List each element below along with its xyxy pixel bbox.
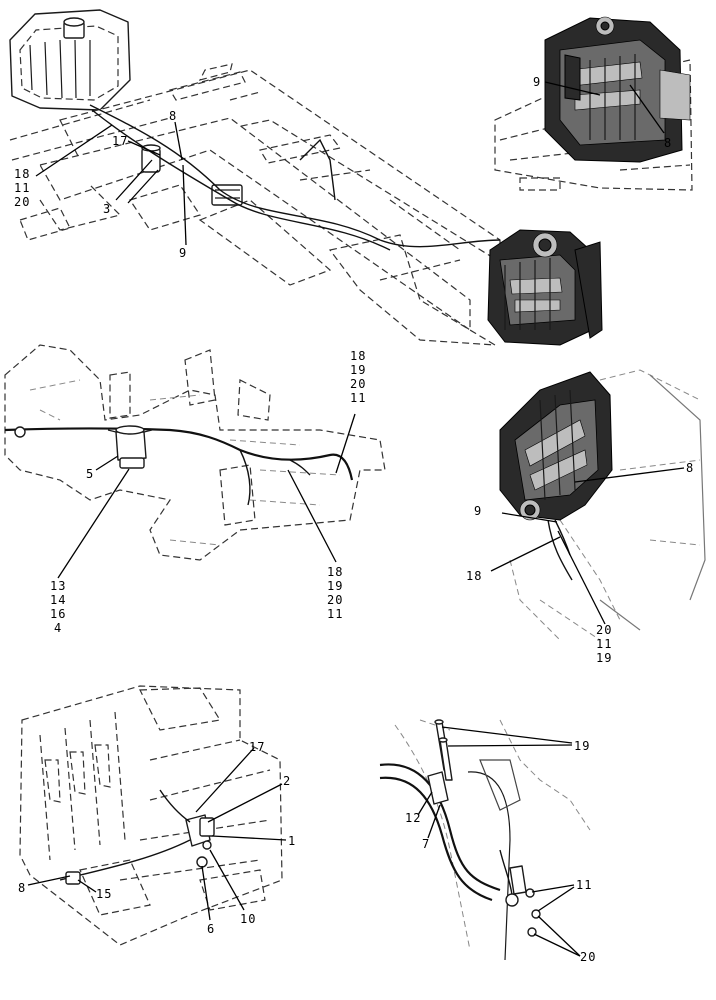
callout-9: 9 (533, 75, 541, 89)
fuel-tank (9, 9, 131, 111)
callout-11: 11 (576, 878, 592, 892)
fuel-filter (107, 425, 153, 469)
callout-18: 18 (327, 565, 343, 579)
callout-8: 8 (664, 136, 672, 150)
callout-16: 16 (50, 607, 66, 621)
callout-11: 11 (14, 181, 30, 195)
callout-9: 9 (179, 246, 187, 260)
callout-18: 18 (466, 569, 482, 583)
frame-rails (9, 63, 501, 346)
callout-20: 20 (596, 623, 612, 637)
callout-6: 6 (207, 922, 215, 936)
callout-13: 13 (50, 579, 66, 593)
callout-11: 11 (327, 607, 343, 621)
callout-14: 14 (50, 593, 66, 607)
callout-1: 1 (288, 834, 296, 848)
callout-17: 17 (249, 740, 265, 754)
callout-15: 15 (96, 887, 112, 901)
fuel-pump (185, 814, 215, 868)
callout-18: 18 (350, 349, 366, 363)
callout-5: 5 (86, 467, 94, 481)
callout-8: 8 (686, 461, 694, 475)
panel-middle-right: 8 9 18 20 11 19 (466, 369, 706, 665)
leader-lines-top (35, 121, 187, 246)
callout-7: 7 (422, 837, 430, 851)
fitting (505, 865, 541, 937)
fuel-lines (89, 104, 501, 251)
callout-11: 11 (596, 637, 612, 651)
panel-middle-left: 18 19 20 11 5 13 14 16 4 18 19 20 11 (4, 344, 386, 635)
callout-12: 12 (405, 811, 421, 825)
panel-engine-right: 9 8 (494, 16, 693, 191)
callout-10: 10 (240, 912, 256, 926)
callout-19: 19 (350, 363, 366, 377)
callout-4: 4 (54, 621, 62, 635)
engine-block-top (487, 229, 603, 346)
callout-20: 20 (350, 377, 366, 391)
callout-20: 20 (580, 950, 596, 964)
callout-19: 19 (596, 651, 612, 665)
callout-19: 19 (327, 579, 343, 593)
callout-11: 11 (350, 391, 366, 405)
callout-20: 20 (327, 593, 343, 607)
callout-18: 18 (14, 167, 30, 181)
callout-19: 19 (574, 739, 590, 753)
callout-3: 3 (103, 202, 111, 216)
callout-8: 8 (169, 109, 177, 123)
panel-bottom-left: 17 2 1 8 15 6 10 (18, 685, 296, 946)
callouts-top: 17 8 18 11 20 3 9 (14, 109, 187, 260)
panel-top-frame: 17 8 18 11 20 3 9 (9, 9, 603, 346)
callout-8: 8 (18, 881, 26, 895)
bolts (434, 719, 453, 781)
callout-9: 9 (474, 504, 482, 518)
callout-17: 17 (112, 134, 128, 148)
hose-clamp (427, 771, 449, 805)
callout-20: 20 (14, 195, 30, 209)
callout-2: 2 (283, 774, 291, 788)
panel-bottom-right: 19 12 7 11 20 (379, 719, 596, 964)
